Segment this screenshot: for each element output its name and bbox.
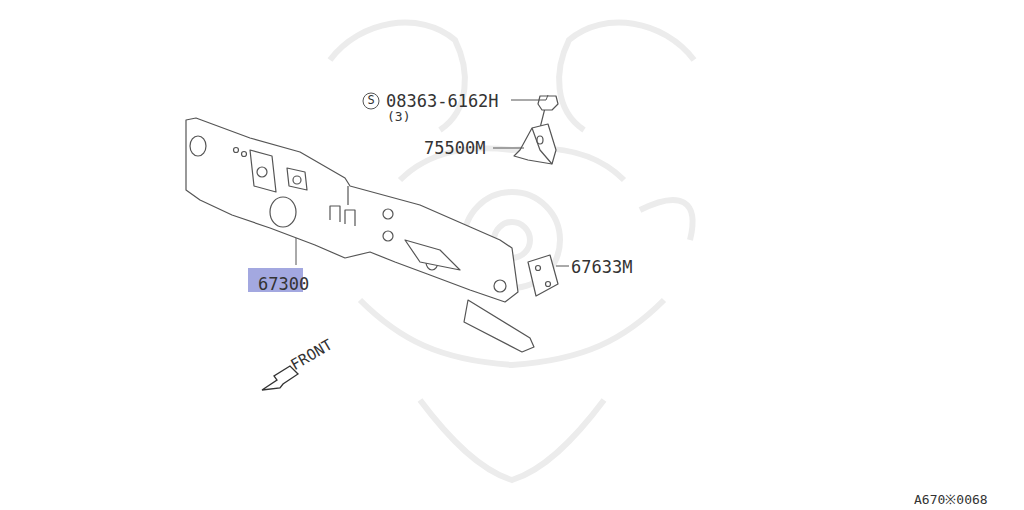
part-number: 08363-6162H	[386, 93, 499, 110]
bracket	[514, 124, 556, 164]
direction-label: FRONT	[289, 337, 336, 373]
figure-code: A670※0068	[914, 493, 988, 506]
symbol-circle	[363, 93, 379, 109]
part-number: 67300	[258, 276, 309, 293]
part-number: 75500M	[424, 140, 485, 157]
leader-lines	[296, 93, 569, 266]
plate	[528, 255, 558, 296]
quantity: (3)	[387, 110, 410, 123]
front-arrow	[262, 366, 298, 390]
symbol-letter: S	[364, 94, 378, 106]
part-number: 67633M	[571, 259, 632, 276]
bolt	[538, 96, 558, 128]
dash-panel	[186, 118, 534, 352]
